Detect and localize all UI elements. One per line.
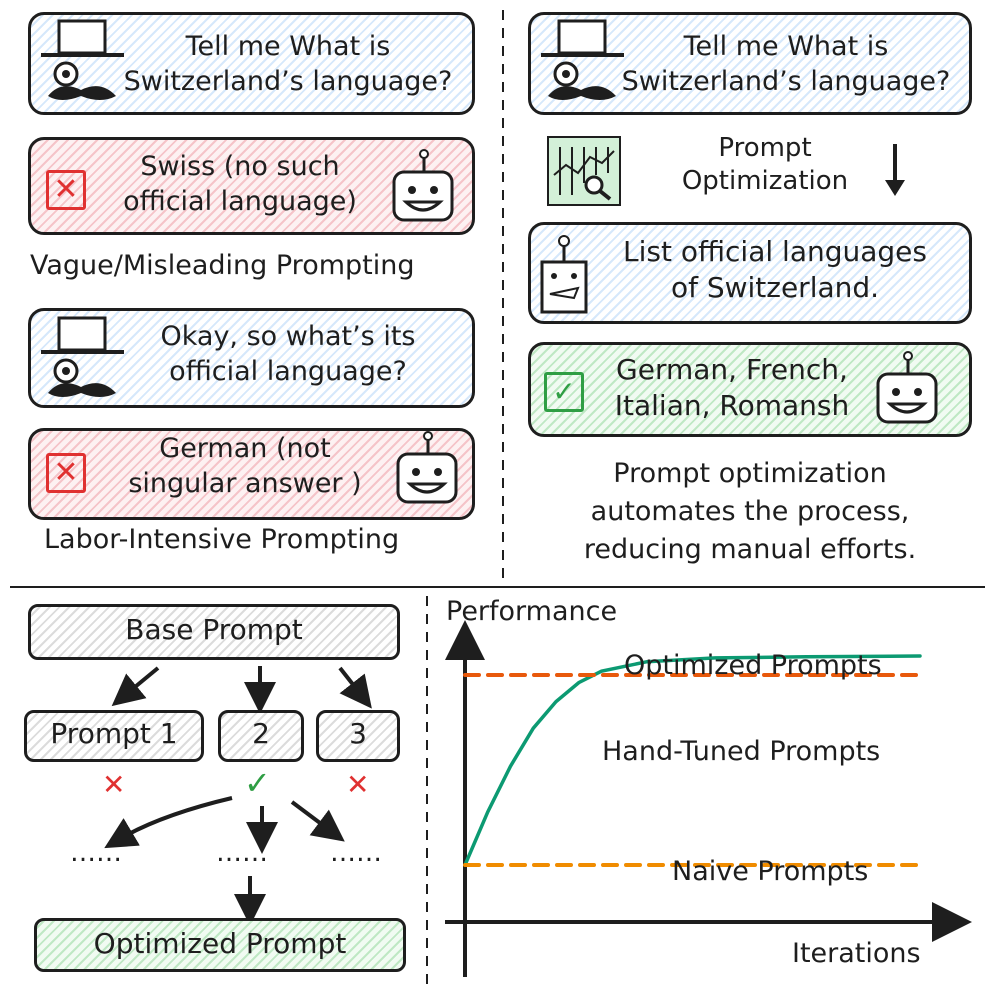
series-label-hand-tuned: Hand-Tuned Prompts xyxy=(602,736,881,767)
chart-xlabel: Iterations xyxy=(792,938,921,969)
accept-mark-2: ✓ xyxy=(244,764,271,802)
optimized-prompt-label: Optimized Prompt xyxy=(93,927,347,960)
series-label-naive: Naive Prompts xyxy=(672,856,869,887)
cross-icon: ✕ xyxy=(46,170,86,210)
arrow-down-icon xyxy=(885,144,905,196)
tree-arrows xyxy=(104,666,372,926)
candidate-label-3: 3 xyxy=(349,717,367,750)
reject-mark-1: ✕ xyxy=(102,768,126,801)
base-prompt-label: Base Prompt xyxy=(125,613,303,646)
optimized-prompt-bubble xyxy=(528,222,972,324)
dots-3: …… xyxy=(330,838,382,868)
divider-horizontal xyxy=(10,586,985,588)
dots-2: …… xyxy=(216,838,268,868)
candidate-label-2: 2 xyxy=(252,717,270,750)
check-icon: ✓ xyxy=(544,372,584,412)
bot-answer-text-correct: German, French,Italian, Romansh xyxy=(614,353,850,422)
candidate-prompt-1 xyxy=(24,710,204,762)
caption-labor-prompting: Labor-Intensive Prompting xyxy=(44,524,400,555)
candidate-label-1: Prompt 1 xyxy=(50,717,178,750)
series-label-optimized: Optimized Prompts xyxy=(624,650,882,681)
chart-ylabel: Performance xyxy=(446,596,618,627)
candidate-prompt-3 xyxy=(316,710,400,762)
divider-vertical-top xyxy=(502,10,504,582)
caption-vague-prompting: Vague/Misleading Prompting xyxy=(30,250,415,281)
candidate-prompt-2 xyxy=(218,710,304,762)
dots-1: …… xyxy=(70,838,122,868)
base-prompt-box xyxy=(28,604,400,660)
performance-chart xyxy=(445,620,972,977)
cross-icon: ✕ xyxy=(46,453,86,493)
series-line-1 xyxy=(463,654,922,867)
optimized-prompt-box xyxy=(34,918,406,972)
reject-mark-3: ✕ xyxy=(346,768,370,801)
